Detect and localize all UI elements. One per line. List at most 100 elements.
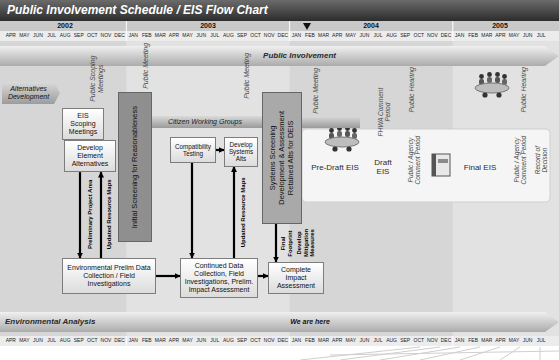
- node-text: Develop Element Alternatives: [68, 144, 112, 168]
- event-label: Public Meeting: [312, 68, 320, 114]
- table: [325, 137, 359, 147]
- person: [487, 72, 492, 77]
- person: [487, 77, 492, 83]
- year-label: 2004: [354, 22, 388, 30]
- person: [482, 92, 487, 97]
- node-text: Alternatives Development: [5, 85, 52, 100]
- book-cover: [432, 154, 450, 176]
- flow-arrow: [233, 167, 235, 258]
- person: [329, 128, 334, 133]
- book-mark: [438, 159, 448, 163]
- month-label: APR: [4, 338, 18, 344]
- month-label: APR: [167, 338, 181, 344]
- event-label: Public Hearing: [520, 67, 528, 113]
- node-text: Draft EIS: [367, 159, 399, 177]
- month-label: JUN: [194, 338, 208, 344]
- event-label: Public Meeting: [142, 43, 150, 89]
- title-bar: [0, 0, 559, 21]
- event-label: FHWA Comment Period: [377, 87, 391, 137]
- node-text: Compatibility Testing: [174, 143, 212, 157]
- month-label: OCT: [412, 33, 426, 39]
- year-row: [0, 21, 559, 31]
- flow-label: Final Footprint: [280, 225, 293, 261]
- month-label: SEP: [398, 33, 412, 39]
- process-box: Compatibility Testing: [170, 137, 216, 163]
- meeting-icon: [475, 72, 509, 98]
- flow-arrow: [275, 224, 277, 262]
- flow-arrow: [100, 172, 102, 258]
- month-label: FEB: [466, 338, 480, 344]
- flow-label: Updated Resource Maps: [240, 170, 247, 254]
- year-label: 2005: [483, 22, 517, 30]
- month-label: JAN: [126, 33, 140, 39]
- node-text: Pre-Draft EIS: [307, 164, 363, 173]
- flow-arrow: [216, 149, 224, 151]
- person: [479, 74, 484, 79]
- node-text: EIS Scoping Meetings: [66, 112, 100, 136]
- marker-label: We are here: [280, 318, 340, 326]
- book-spine: [432, 154, 436, 176]
- event-label: Public Hearing: [408, 67, 416, 113]
- person: [495, 72, 500, 77]
- month-label: OCT: [249, 338, 263, 344]
- flow-label: Develop Mitigation Measures: [296, 225, 316, 261]
- person: [352, 128, 357, 133]
- year-divider: [289, 21, 290, 41]
- month-label: OCT: [412, 338, 426, 344]
- event-label: Public / Agency Comment Period: [513, 134, 527, 186]
- event-label: Public / Agency Comment Period: [407, 134, 421, 186]
- month-label: JUL: [45, 338, 59, 344]
- month-label: OCT: [86, 33, 100, 39]
- process-box: Environmental Prelim Data Collection / F…: [62, 258, 156, 294]
- node-text: Complete Impact Assessment: [272, 266, 320, 290]
- month-label: JAN: [290, 33, 304, 39]
- month-label: MAR: [154, 338, 168, 344]
- event-label: Record of Decision: [534, 138, 548, 182]
- month-label: MAY: [18, 33, 32, 39]
- month-row: [0, 31, 559, 41]
- year-divider: [126, 336, 127, 346]
- month-label: SEP: [72, 338, 86, 344]
- activity-bar: Citizen Working Groups: [128, 116, 360, 128]
- month-label: OCT: [86, 338, 100, 344]
- screening-column: Initial Screening for Reasonableness: [118, 92, 152, 242]
- month-label: APR: [4, 33, 18, 39]
- month-label: JUN: [521, 33, 535, 39]
- node-text: Development & Assessment Retained Alts f…: [278, 97, 295, 219]
- flow-arrow: [191, 163, 193, 258]
- month-label: MAR: [480, 33, 494, 39]
- flow-label: Updated Resource Maps: [106, 172, 113, 256]
- book-icon: [432, 154, 450, 176]
- month-label: JUL: [371, 338, 385, 344]
- month-label: JUN: [358, 338, 372, 344]
- month-label: DEC: [439, 33, 453, 39]
- month-label: SEP: [72, 33, 86, 39]
- month-label: APR: [494, 33, 508, 39]
- screening-column: Systems ScreeningDevelopment & Assessmen…: [262, 92, 302, 224]
- month-label: JUN: [521, 338, 535, 344]
- decorative-lines: [300, 347, 559, 360]
- rotated-text: Systems ScreeningDevelopment & Assessmen…: [268, 97, 296, 219]
- process-box: Complete Impact Assessment: [268, 262, 324, 294]
- month-label: MAY: [344, 33, 358, 39]
- flow-arrow: [156, 275, 180, 277]
- year-label: 2003: [191, 22, 225, 30]
- flow-label: Preliminary Project Area: [87, 172, 94, 256]
- month-label: AUG: [385, 338, 399, 344]
- process-box: Develop Systems Alts: [224, 137, 258, 167]
- month-label: DEC: [276, 338, 290, 344]
- chart-title: Public Involvement Schedule / EIS Flow C…: [7, 3, 268, 17]
- node-text: Public Involvement: [60, 51, 539, 60]
- month-label: APR: [330, 33, 344, 39]
- month-label: NOV: [262, 33, 276, 39]
- month-label: MAR: [154, 33, 168, 39]
- month-label: FEB: [303, 33, 317, 39]
- month-label: APR: [167, 33, 181, 39]
- month-label: AUG: [58, 33, 72, 39]
- month-label: APR: [494, 338, 508, 344]
- month-label: MAY: [507, 338, 521, 344]
- person: [496, 92, 501, 97]
- month-label: MAR: [317, 33, 331, 39]
- year-divider: [452, 336, 453, 346]
- month-label: MAY: [181, 338, 195, 344]
